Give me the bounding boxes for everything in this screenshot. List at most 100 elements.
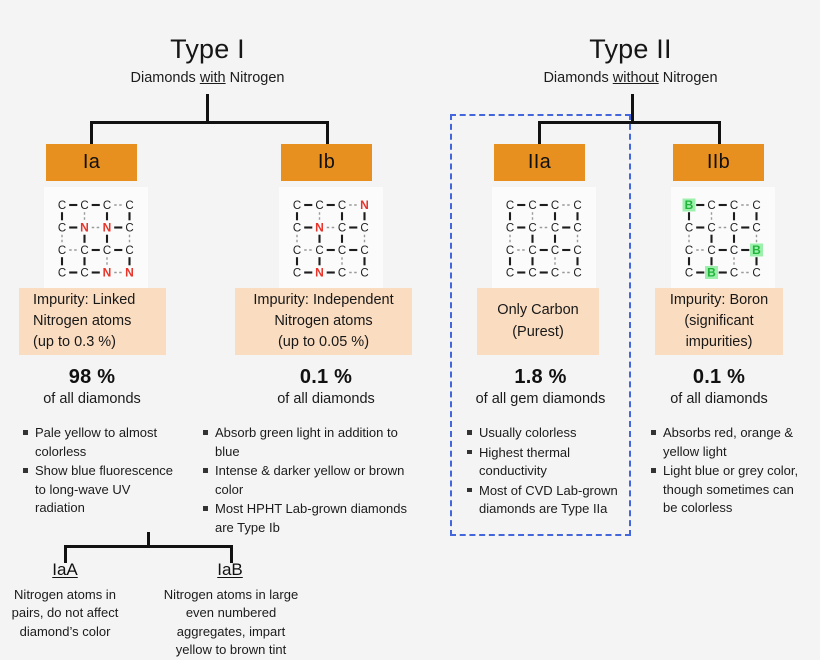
svg-text:C: C	[338, 268, 346, 280]
percent-ia: 98 % of all diamonds	[18, 366, 166, 407]
impurity-line: (up to 0.05 %)	[277, 334, 370, 350]
type-1-branch-right	[326, 121, 329, 144]
type-1-branch-left	[90, 121, 93, 144]
svg-text:B: B	[752, 243, 761, 257]
svg-text:C: C	[315, 200, 323, 212]
svg-text:C: C	[125, 223, 133, 235]
bullet-item: Pale yellow to almost colorless	[22, 424, 174, 461]
percent-iib-value: 0.1 %	[692, 366, 746, 388]
type-2-title: Type II	[589, 34, 672, 64]
svg-text:C: C	[125, 245, 133, 257]
subcategory-desc-iab: Nitrogen atoms in large even numbered ag…	[163, 587, 299, 658]
percent-ib: 0.1 % of all diamonds	[252, 366, 400, 407]
svg-text:C: C	[528, 223, 536, 235]
svg-text:C: C	[707, 245, 715, 257]
percent-iia-value: 1.8 %	[514, 366, 567, 388]
category-box-ia[interactable]: Ia	[46, 144, 137, 181]
svg-text:B: B	[685, 198, 694, 212]
svg-text:N: N	[315, 221, 324, 235]
type-1-subtitle-underlined: with	[199, 70, 226, 86]
impurity-box-iia: Only Carbon (Purest)	[477, 288, 599, 355]
svg-text:N: N	[80, 221, 89, 235]
svg-text:C: C	[528, 200, 536, 212]
svg-text:C: C	[80, 200, 88, 212]
svg-text:C: C	[338, 223, 346, 235]
svg-text:C: C	[58, 268, 66, 280]
percent-ia-value: 98 %	[68, 366, 116, 388]
svg-text:C: C	[80, 268, 88, 280]
svg-text:C: C	[80, 245, 88, 257]
subcategory-label-iab: IaB	[217, 560, 243, 579]
svg-text:C: C	[528, 245, 536, 257]
svg-text:C: C	[58, 245, 66, 257]
svg-text:C: C	[103, 200, 111, 212]
svg-text:C: C	[685, 268, 693, 280]
category-box-ib[interactable]: Ib	[281, 144, 372, 181]
svg-text:B: B	[707, 266, 716, 280]
svg-text:N: N	[360, 198, 369, 212]
svg-text:C: C	[573, 245, 581, 257]
sub-branch-bracket	[64, 545, 232, 548]
percent-iib: 0.1 % of all diamonds	[645, 366, 793, 407]
svg-text:C: C	[506, 223, 514, 235]
type-2-branch-right	[718, 121, 721, 144]
svg-text:C: C	[506, 268, 514, 280]
svg-text:C: C	[293, 268, 301, 280]
category-box-iib[interactable]: IIb	[673, 144, 764, 181]
bullet-item: Light blue or grey color, though sometim…	[650, 462, 802, 518]
svg-text:N: N	[315, 266, 324, 280]
percent-ib-value: 0.1 %	[299, 366, 353, 388]
svg-text:N: N	[103, 221, 112, 235]
subcategory-desc-iaa: Nitrogen atoms in pairs, do not affect d…	[11, 587, 119, 639]
svg-text:C: C	[551, 268, 559, 280]
svg-text:C: C	[103, 245, 111, 257]
bullet-item: Usually colorless	[466, 424, 622, 443]
svg-text:C: C	[360, 268, 368, 280]
svg-text:C: C	[338, 245, 346, 257]
impurity-line: Nitrogen atoms	[33, 312, 132, 329]
svg-text:N: N	[125, 266, 134, 280]
impurity-line: (Purest)	[512, 323, 564, 340]
svg-text:C: C	[573, 268, 581, 280]
type-2-subtitle: Diamonds without Nitrogen	[528, 70, 733, 86]
subcategory-title-iab: IaB	[168, 560, 292, 580]
svg-text:C: C	[573, 223, 581, 235]
type-2-subtitle-post: Nitrogen	[658, 70, 718, 86]
svg-text:C: C	[730, 268, 738, 280]
svg-text:N: N	[103, 266, 112, 280]
subcategory-title-iaa: IaA	[6, 560, 124, 580]
impurity-line: impurities)	[685, 334, 753, 350]
type-2-branch-left	[538, 121, 541, 144]
svg-text:C: C	[752, 200, 760, 212]
impurity-line: Only Carbon	[497, 302, 579, 319]
impurity-line: (up to 0.3 %)	[33, 334, 117, 350]
svg-text:C: C	[685, 245, 693, 257]
svg-text:C: C	[58, 223, 66, 235]
bullet-item: Most of CVD Lab-grown diamonds are Type …	[466, 482, 622, 519]
svg-text:C: C	[293, 245, 301, 257]
svg-text:C: C	[506, 200, 514, 212]
svg-text:C: C	[752, 223, 760, 235]
sub-branch-right	[230, 545, 233, 563]
category-box-iia[interactable]: IIa	[494, 144, 585, 181]
bullet-item: Highest thermal conductivity	[466, 444, 622, 481]
svg-text:C: C	[528, 268, 536, 280]
impurity-line: (significant	[684, 312, 754, 329]
percent-ib-label: of all diamonds	[277, 391, 375, 407]
impurity-line: Impurity: Independent	[253, 291, 394, 308]
type-1-bracket	[90, 121, 328, 124]
svg-text:C: C	[551, 223, 559, 235]
svg-text:C: C	[707, 223, 715, 235]
svg-text:C: C	[506, 245, 514, 257]
subcategory-label-iaa: IaA	[52, 560, 78, 579]
